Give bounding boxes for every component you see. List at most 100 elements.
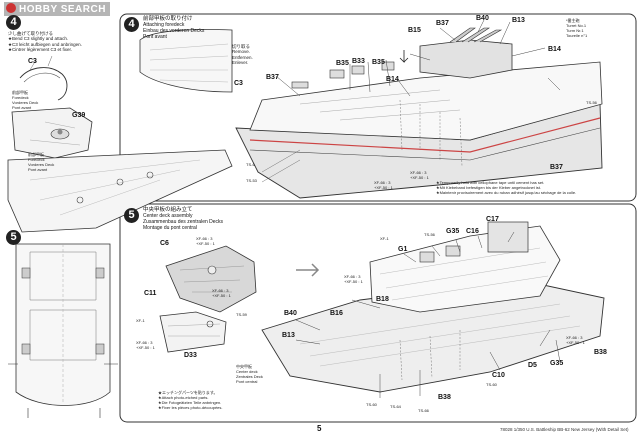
center-label-de: Zentrales Deck — [236, 374, 263, 379]
step-5-paint-3: XF-66 : 3 +XF-50 : 1 — [136, 340, 155, 350]
c3-bend-notes: 少し曲げて取り付ける ★Bend C3 slightly and attach.… — [8, 31, 82, 52]
foredeck-label-jp: 前部甲板 — [12, 90, 28, 95]
part-b33: B33 — [352, 58, 365, 65]
part-c6: C6 — [160, 240, 169, 247]
pe-note-jp: ★エッチングパーツを貼ります。 — [158, 390, 218, 395]
foredeck-label2-jp: 前部甲板 — [28, 152, 44, 157]
step-4-paint-2: XF-66 : 3 +XF-50 : 1 — [410, 170, 429, 180]
part-ts6: TS-6 — [246, 162, 255, 167]
part-b13: B13 — [512, 17, 525, 24]
step-5-circle: 5 — [124, 208, 139, 223]
part-ts56-b: TS-56 — [424, 232, 435, 237]
part-b40: B40 — [476, 15, 489, 22]
center-label-fr: Pont central — [236, 379, 258, 384]
s5-paint-3-line-2: +XF-50 : 1 — [136, 345, 155, 350]
page-number: 5 — [317, 424, 322, 433]
part-ts66: TS-66 — [418, 408, 429, 413]
remove-note-en: Remove. — [232, 49, 251, 55]
step-4-title-de: Einbau des vorderen Decks — [143, 28, 205, 34]
part-b38: B38 — [594, 349, 607, 356]
turret-note-jp: *番主砲 — [566, 18, 580, 23]
part-ts56: TS-56 — [586, 100, 597, 105]
step-5-paint-2: XF-66 : 3 +XF-50 : 1 — [212, 288, 231, 298]
foredeck-label2-fr: Pont avant — [28, 167, 48, 172]
step-5-title: 中央甲板の組み立て Center deck assembly Zusammenb… — [143, 207, 223, 231]
foredeck-label-de: Vorderes Deck — [12, 100, 39, 105]
watermark-text: HOBBY SEARCH — [19, 4, 106, 15]
turret-note-de: Turm Nr.1 — [566, 28, 584, 33]
part-xf1-b: XF-1 — [380, 236, 389, 241]
paint-2-line-2: +XF-50 : 1 — [410, 175, 429, 180]
photo-etch-notes: ★エッチングパーツを貼ります。 ★Attach photo-etched par… — [158, 390, 223, 410]
part-g1: G1 — [398, 246, 408, 253]
part-b38-b: B38 — [438, 394, 451, 401]
step-4-remove-note: 切り取る Remove. Entfernen. Enlever. — [232, 44, 253, 65]
part-c3-left: C3 — [28, 58, 37, 65]
s5-paint-5-line-2: +XF-50 : 1 — [566, 340, 585, 345]
part-g39: G39 — [72, 112, 86, 119]
part-b37-bottom: B37 — [550, 164, 563, 171]
foredeck-label2-en: Foredeck — [28, 157, 45, 162]
step-5-paint-1: XF-66 : 3 +XF-50 : 1 — [196, 236, 215, 246]
foredeck-label-en: Foredeck — [12, 95, 29, 100]
pe-note-fr: ★Fixer les pièces photo-découpées. — [158, 405, 223, 410]
part-c3: C3 — [234, 80, 243, 87]
remove-note-fr: Enlever. — [232, 59, 249, 65]
paint-1-line-1: XF-66 : 3 — [374, 180, 391, 185]
part-xf1: XF-1 — [136, 318, 145, 323]
turret-note-fr: Tourelle n°1 — [566, 33, 588, 38]
cement-note-de: ★Mit Klebeband befestigen bis der Kleber… — [436, 185, 541, 190]
cement-note-en: ★Temporarily hold with cellophane tape u… — [436, 180, 545, 185]
step-5-title-de: Zusammenbau des zentralen Decks — [143, 219, 224, 225]
c3-note-jp: 少し曲げて取り付ける — [8, 31, 53, 36]
step-4-title-jp: 前部甲板の取り付け — [143, 16, 193, 22]
part-ts64: TS-64 — [390, 404, 401, 409]
part-g35: G35 — [446, 228, 460, 235]
part-b35-a: B35 — [336, 60, 349, 67]
step-5-title-fr: Montage du pont central — [143, 225, 197, 231]
part-b18: B18 — [376, 296, 389, 303]
step-4-title: 前部甲板の取り付け Attaching foredeck Einbau des … — [143, 16, 204, 40]
s5-paint-2-line-2: +XF-50 : 1 — [212, 293, 231, 298]
c3-note-fr: ★Cintrer légèrement C3 et fixer. — [8, 46, 73, 52]
step-5-title-en: Center deck assembly — [143, 213, 193, 219]
remove-note-de: Entfernen. — [232, 54, 253, 60]
cement-note-fr: ★Maintenir provisoirement avec du ruban … — [436, 190, 577, 195]
footer-product-code: 78028 1/350 U.S. Battleship BB-62 New Je… — [500, 427, 629, 432]
turret-marker-note: *番主砲 Turret No.1 Turm Nr.1 Tourelle n°1 — [566, 18, 587, 38]
part-ts59: TS-59 — [236, 312, 247, 317]
pe-note-en: ★Attach photo-etched parts. — [158, 395, 209, 400]
step-4-paint-1: XF-66 : 3 +XF-50 : 1 — [374, 180, 393, 190]
part-d5: D5 — [528, 362, 537, 369]
s5-paint-4-line-2: +XF-50 : 1 — [344, 279, 363, 284]
pe-note-de: ★Die Fotogeätzten Teile anbringen. — [158, 400, 222, 405]
part-c16: C16 — [466, 228, 479, 235]
part-c10: C10 — [492, 372, 505, 379]
foredeck-label-left-2: 前部甲板 Foredeck Vorderes Deck Pont avant — [28, 152, 54, 172]
step-5-title-jp: 中央甲板の組み立て — [143, 207, 193, 213]
center-deck-label: 中央甲板 Center deck Zentrales Deck Pont cen… — [236, 364, 263, 384]
part-b37-top: B37 — [436, 20, 449, 27]
part-c17: C17 — [486, 216, 499, 223]
step-5-paint-5: XF-66 : 3 +XF-50 : 1 — [566, 335, 585, 345]
foredeck-label2-de: Vorderes Deck — [28, 162, 55, 167]
s5-paint-3-line-1: XF-66 : 3 — [136, 340, 153, 345]
center-label-en: Center deck — [236, 369, 258, 374]
paint-1-line-2: +XF-50 : 1 — [374, 185, 393, 190]
step-4-circle: 4 — [124, 17, 139, 32]
c3-note-en: ★Bend C3 slightly and attach. — [8, 36, 69, 42]
step-5-paint-4: XF-66 : 3 +XF-50 : 1 — [344, 274, 363, 284]
step-4-title-en: Attaching foredeck — [143, 22, 185, 28]
center-label-jp: 中央甲板 — [236, 364, 252, 369]
step-4-cement-notes: ★Temporarily hold with cellophane tape u… — [436, 180, 576, 195]
turret-note-en: Turret No.1 — [566, 23, 587, 28]
step-4-title-fr: Pont avant — [143, 34, 167, 40]
s5-paint-5-line-1: XF-66 : 3 — [566, 335, 583, 340]
s5-paint-2-line-1: XF-66 : 3 — [212, 288, 229, 293]
foredeck-label-left: 前部甲板 Foredeck Vorderes Deck Pont avant — [12, 90, 38, 110]
step-5-circle-left: 5 — [6, 230, 21, 245]
part-b16: B16 — [330, 310, 343, 317]
part-ts60: TS-60 — [366, 402, 377, 407]
paint-2-line-1: XF-66 : 3 — [410, 170, 427, 175]
remove-note-jp: 切り取る — [232, 44, 250, 49]
